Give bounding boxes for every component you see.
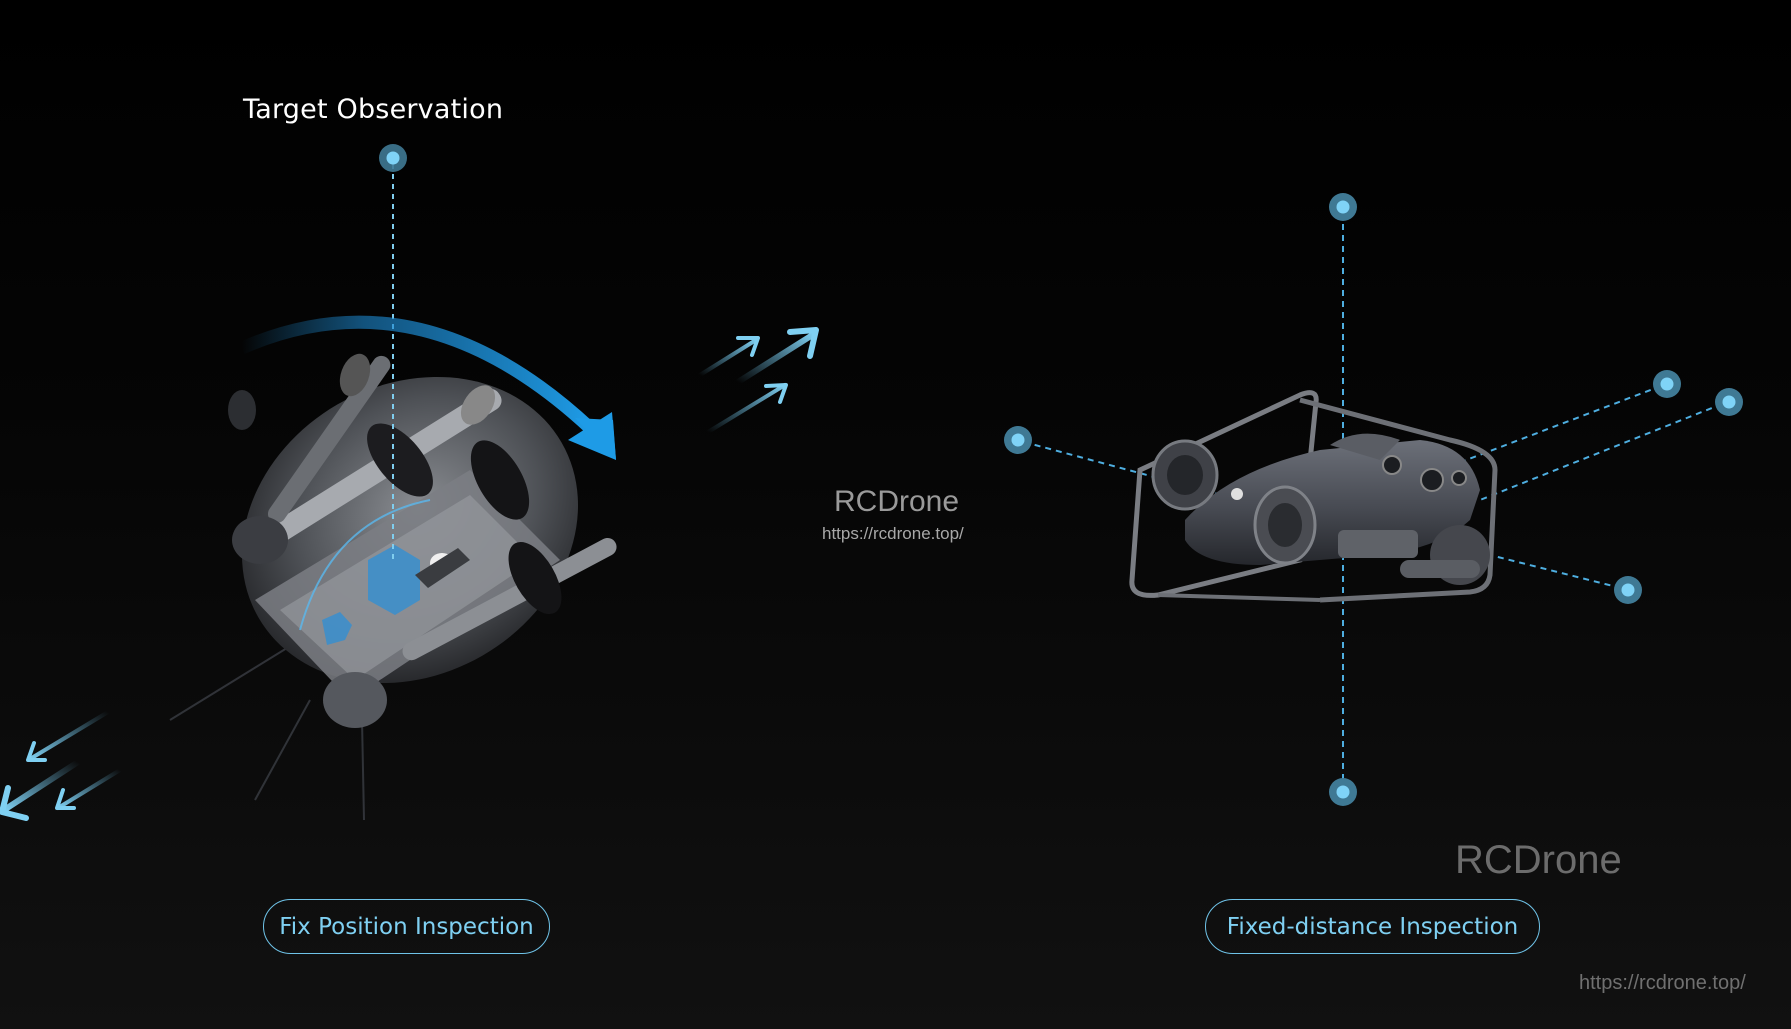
motion-arrows-incoming-icon bbox=[0, 710, 122, 821]
distance-point-top-icon bbox=[1329, 193, 1357, 221]
distance-point-bottom-icon bbox=[1329, 778, 1357, 806]
target-point-icon bbox=[379, 144, 407, 172]
drone-left-illustration bbox=[228, 353, 617, 728]
watermark-center-url: https://rcdrone.top/ bbox=[822, 524, 964, 543]
drone-right-illustration bbox=[1129, 390, 1498, 603]
distance-point-left-icon bbox=[1004, 426, 1032, 454]
watermark-center-name: RCDrone bbox=[834, 485, 960, 518]
motion-arrows-outgoing-icon bbox=[698, 327, 819, 434]
fix-position-inspection-button[interactable]: Fix Position Inspection bbox=[263, 899, 550, 954]
watermark-right-name: RCDrone bbox=[1455, 838, 1622, 882]
distance-point-upper-right-icon bbox=[1653, 370, 1681, 398]
target-observation-title: Target Observation bbox=[243, 94, 504, 125]
tether-lines bbox=[169, 639, 365, 821]
rotation-arc-arrow-icon bbox=[239, 315, 616, 460]
watermark-corner-url: https://rcdrone.top/ bbox=[1579, 972, 1746, 994]
distance-point-lower-right-icon bbox=[1614, 576, 1642, 604]
fixed-distance-inspection-button[interactable]: Fixed-distance Inspection bbox=[1205, 899, 1540, 954]
distance-point-far-right-icon bbox=[1715, 388, 1743, 416]
